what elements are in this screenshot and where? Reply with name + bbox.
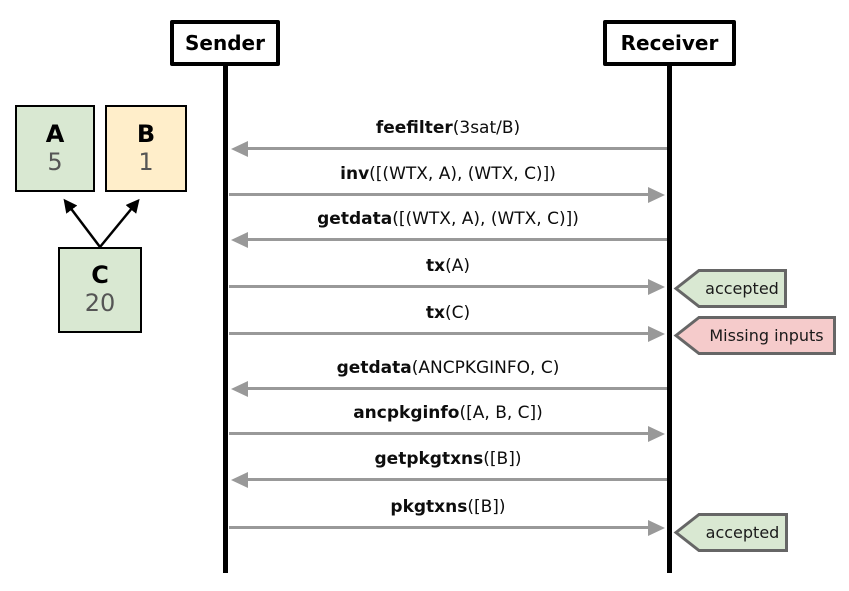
message-arrow-right (229, 278, 665, 295)
message-fn: getpkgtxns (374, 449, 484, 469)
message-args: (3sat/B) (452, 118, 521, 138)
badge-label: accepted (705, 279, 779, 298)
badge-shape (673, 269, 787, 308)
tx-B-value: 1 (138, 147, 154, 176)
actor-sender: Sender (170, 20, 280, 66)
message-fn: ancpkginfo (353, 403, 460, 423)
badge-label: Missing inputs (709, 326, 824, 345)
arrowhead-icon (648, 325, 665, 342)
message-inv: inv([(WTX, A), (WTX, C)]) (228, 162, 668, 186)
tx-box-B: B 1 (105, 105, 187, 192)
badge-missing-inputs: Missing inputs (673, 315, 837, 356)
message-tx-c: tx(C) (228, 301, 668, 325)
message-fn: getdata (317, 209, 393, 229)
message-args: (ANCPKGINFO, C) (411, 358, 560, 378)
tx-C-value: 20 (84, 289, 116, 317)
tx-C-id: C (91, 261, 109, 290)
tx-A-id: A (45, 119, 65, 148)
actor-sender-label: Sender (185, 31, 265, 55)
message-args: ([(WTX, A), (WTX, C)]) (369, 164, 556, 184)
message-arrow-right (229, 519, 665, 536)
message-getdata-wtx: getdata([(WTX, A), (WTX, C)]) (228, 207, 668, 231)
tx-A-value: 5 (47, 147, 63, 176)
badge-shape (673, 316, 836, 355)
arrowhead-icon (231, 140, 248, 157)
message-fn: getdata (336, 358, 412, 378)
arrowhead-icon (231, 471, 248, 488)
message-arrow-left (231, 231, 667, 248)
arrow-c-to-a (63, 198, 101, 248)
message-args: (C) (444, 303, 471, 323)
message-arrow-left (231, 380, 667, 397)
message-getpkgtxns: getpkgtxns([B]) (228, 447, 668, 471)
arrow-c-to-b (99, 198, 140, 248)
message-fn: pkgtxns (390, 497, 468, 517)
message-args: ([(WTX, A), (WTX, C)]) (392, 209, 579, 229)
tx-box-A: A 5 (15, 105, 95, 192)
badge-accepted-tx-a: accepted (673, 268, 788, 309)
message-args: ([A, B, C]) (459, 403, 543, 423)
message-getdata-ancpkginfo: getdata(ANCPKGINFO, C) (228, 356, 668, 380)
message-arrow-right (229, 325, 665, 342)
actor-receiver-label: Receiver (620, 31, 719, 55)
arrowhead-icon (648, 278, 665, 295)
message-arrow-left (231, 140, 667, 157)
message-ancpkginfo: ancpkginfo([A, B, C]) (228, 401, 668, 425)
arrowhead-icon (648, 425, 665, 442)
message-feefilter: feefilter(3sat/B) (228, 116, 668, 140)
message-tx-a: tx(A) (228, 254, 668, 278)
message-pkgtxns: pkgtxns([B]) (228, 495, 668, 519)
message-args: (A) (445, 256, 470, 276)
message-arrow-right (229, 425, 665, 442)
message-arrow-left (231, 471, 667, 488)
message-fn: inv (340, 164, 370, 184)
arrowhead-icon (231, 231, 248, 248)
receiver-lifeline (667, 66, 672, 573)
badge-label: accepted (705, 523, 780, 542)
message-fn: tx (426, 256, 446, 276)
arrowhead-icon (648, 519, 665, 536)
message-args: ([B]) (467, 497, 506, 517)
badge-shape (673, 513, 788, 552)
tx-box-C: C 20 (58, 247, 142, 333)
message-arrow-right (229, 186, 665, 203)
badge-accepted-pkgtxns: accepted (673, 512, 789, 553)
tx-B-id: B (136, 119, 156, 148)
message-fn: tx (425, 303, 445, 323)
sender-lifeline (223, 66, 228, 573)
dependency-arrows (63, 198, 140, 248)
arrowhead-icon (648, 186, 665, 203)
actor-receiver: Receiver (603, 20, 736, 66)
message-fn: feefilter (375, 118, 453, 138)
message-args: ([B]) (483, 449, 522, 469)
arrowhead-icon (231, 380, 248, 397)
